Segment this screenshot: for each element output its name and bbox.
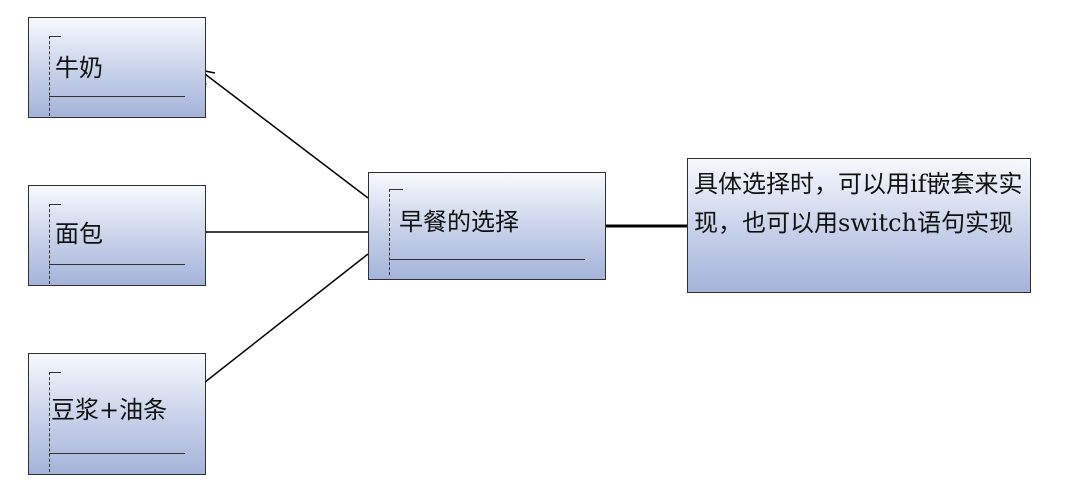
- center-label: 早餐的选择: [399, 208, 519, 236]
- arrow-to-soymilk: [185, 253, 369, 398]
- option-label-bread: 面包: [55, 220, 103, 248]
- arrow-to-milk: [200, 70, 369, 199]
- option-label-milk: 牛奶: [55, 54, 103, 82]
- option-box-soymilk: 豆浆+油条: [28, 353, 206, 475]
- note-box: 具体选择时，可以用if嵌套来实现，也可以用switch语句实现: [687, 158, 1031, 293]
- option-box-milk: 牛奶: [28, 17, 206, 118]
- center-box: 早餐的选择: [368, 172, 606, 280]
- note-text: 具体选择时，可以用if嵌套来实现，也可以用switch语句实现: [694, 170, 1023, 237]
- option-box-bread: 面包: [28, 185, 206, 286]
- option-label-soymilk: 豆浆+油条: [51, 396, 168, 424]
